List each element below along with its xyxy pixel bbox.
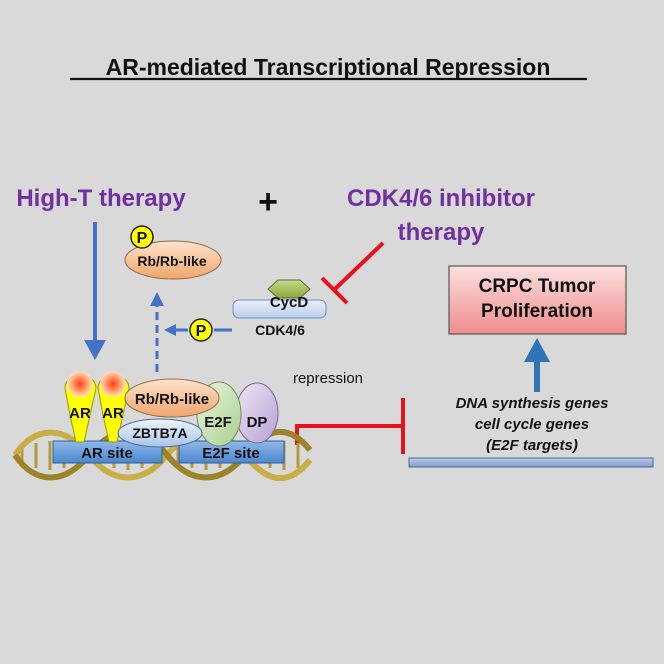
rb-bound-label: Rb/Rb-like	[135, 391, 209, 408]
ar-site-label: AR site	[81, 445, 133, 462]
zbtb7a-protein	[117, 418, 203, 448]
rb-phospho-oval	[124, 240, 222, 280]
diagram-title: AR-mediated Transcriptional Repression	[106, 54, 551, 80]
cycd-label: CycD	[270, 294, 309, 311]
genes-line2: cell cycle genes	[475, 416, 589, 433]
e2f-label: E2F	[204, 414, 232, 431]
high-t-arrowhead-icon	[84, 340, 106, 360]
rb-release-arrowhead-icon	[150, 292, 164, 306]
proliferation-arrowhead-icon	[524, 338, 550, 362]
cdk-inhibition-line	[332, 241, 385, 292]
cdk-inhibitor-therapy-line1: CDK4/6 inhibitor	[347, 185, 535, 212]
crpc-outcome-line1: CRPC Tumor	[479, 276, 596, 297]
genes-line3: (E2F targets)	[486, 437, 578, 454]
high-t-therapy-label: High-T therapy	[16, 185, 186, 212]
rb-phospho-label: Rb/Rb-like	[137, 253, 206, 269]
phospho-top-icon	[130, 225, 154, 249]
ar-label-1: AR	[69, 405, 91, 422]
ar-site-box	[52, 440, 163, 464]
ar-label-2: AR	[102, 405, 124, 422]
crpc-outcome-box	[448, 265, 627, 335]
phospho-top-label: P	[137, 230, 148, 247]
cdk46-box	[232, 299, 327, 319]
androgen-ligand-icon-1	[67, 371, 93, 397]
zbtb7a-label: ZBTB7A	[132, 425, 187, 441]
repression-line	[295, 424, 403, 445]
cdk-inhibition-bar-icon	[320, 276, 349, 305]
plus-sign: +	[258, 183, 278, 221]
phospho-arrowhead-icon	[164, 324, 176, 336]
phospho-cdk-label: P	[196, 323, 207, 340]
phospho-cdk-icon	[189, 318, 213, 342]
repression-label: repression	[293, 370, 363, 387]
dp-protein	[235, 382, 279, 444]
dp-label: DP	[247, 414, 268, 431]
cdk-inhibitor-therapy-line2: therapy	[398, 219, 485, 246]
e2f-site-label: E2F site	[202, 445, 260, 462]
target-gene-bar	[408, 457, 654, 468]
cdk46-label: CDK4/6	[255, 322, 305, 338]
androgen-ligand-icon-2	[100, 371, 126, 397]
crpc-outcome-line2: Proliferation	[481, 301, 593, 322]
genes-line1: DNA synthesis genes	[456, 395, 609, 412]
rb-bound-oval	[124, 378, 220, 418]
cycd-hexagon	[267, 279, 311, 299]
